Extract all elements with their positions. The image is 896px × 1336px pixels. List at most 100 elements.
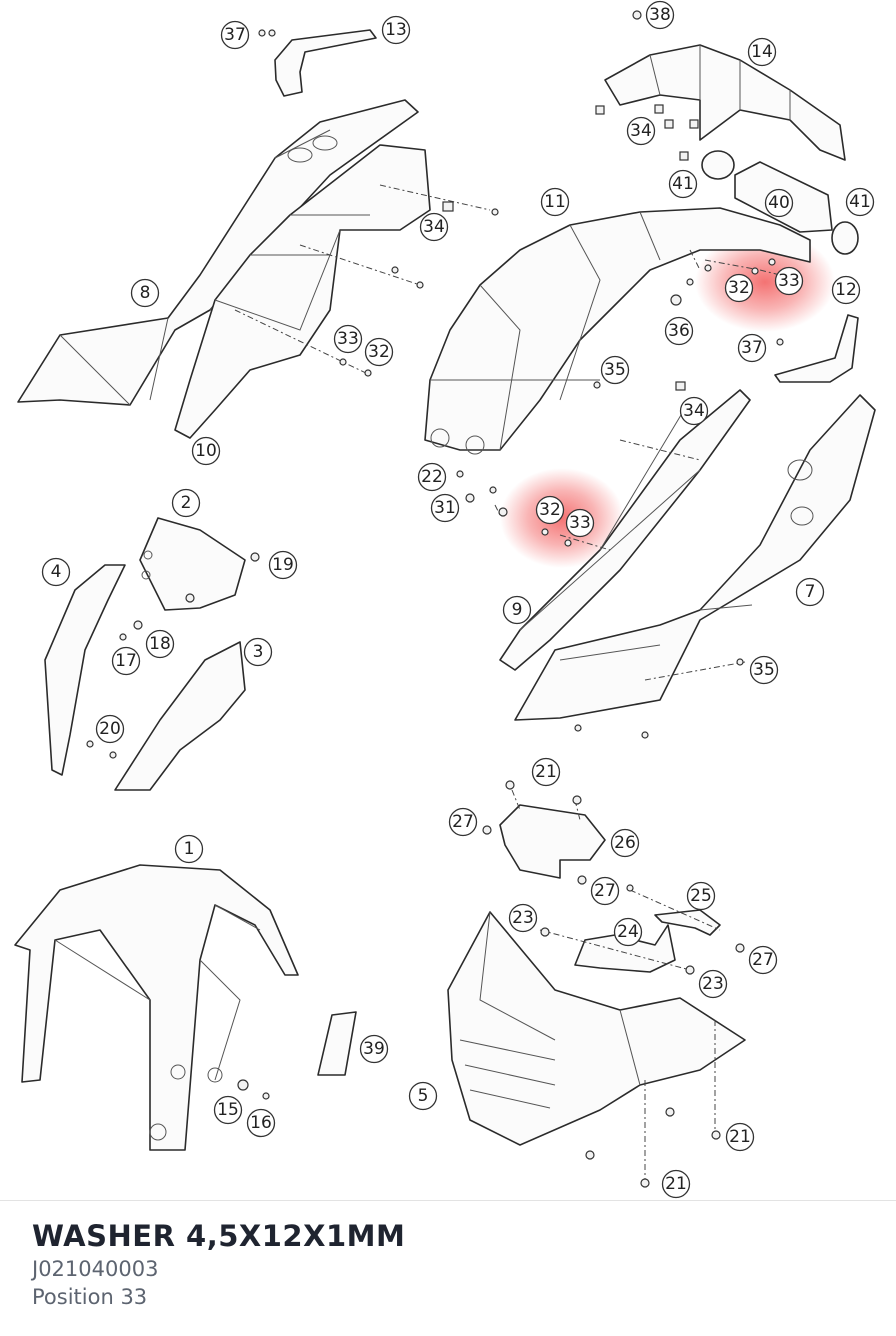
callout-15[interactable]: 15	[213, 1095, 243, 1125]
svg-text:35: 35	[604, 360, 626, 380]
svg-text:41: 41	[849, 192, 871, 212]
callout-34[interactable]: 34	[679, 396, 709, 426]
callout-4[interactable]: 4	[41, 557, 71, 587]
part-13-drawing	[274, 29, 377, 97]
svg-text:11: 11	[544, 192, 566, 212]
callout-25[interactable]: 25	[686, 881, 716, 911]
part-12-drawing	[774, 314, 859, 383]
callout-11[interactable]: 11	[540, 187, 570, 217]
callout-27[interactable]: 27	[448, 807, 478, 837]
callout-39[interactable]: 39	[359, 1034, 389, 1064]
callout-33[interactable]: 33	[333, 324, 363, 354]
svg-text:27: 27	[752, 950, 774, 970]
callout-41[interactable]: 41	[668, 169, 698, 199]
svg-text:14: 14	[751, 42, 773, 62]
svg-text:26: 26	[614, 833, 636, 853]
part-10-drawing	[174, 144, 431, 439]
svg-text:16: 16	[250, 1113, 272, 1133]
callout-12[interactable]: 12	[831, 275, 861, 305]
part-11-drawing	[424, 207, 811, 451]
callout-3[interactable]: 3	[243, 637, 273, 667]
callout-31[interactable]: 31	[430, 493, 460, 523]
callout-26[interactable]: 26	[610, 828, 640, 858]
callout-27[interactable]: 27	[590, 876, 620, 906]
callout-14[interactable]: 14	[747, 37, 777, 67]
svg-text:13: 13	[385, 20, 407, 40]
callout-16[interactable]: 16	[246, 1108, 276, 1138]
callout-7[interactable]: 7	[795, 577, 825, 607]
part-8-drawing	[17, 99, 419, 406]
svg-text:19: 19	[272, 555, 294, 575]
callout-1[interactable]: 1	[174, 834, 204, 864]
svg-text:27: 27	[594, 881, 616, 901]
callout-23[interactable]: 23	[698, 969, 728, 999]
callout-21[interactable]: 21	[661, 1169, 691, 1199]
callout-35[interactable]: 35	[749, 655, 779, 685]
part-number: J021040003	[32, 1257, 159, 1281]
part-info-panel: WASHER 4,5X12X1MM J021040003 Position 33	[0, 1200, 896, 1336]
svg-text:27: 27	[452, 812, 474, 832]
callout-37[interactable]: 37	[220, 20, 250, 50]
callout-40[interactable]: 40	[764, 188, 794, 218]
callout-34[interactable]: 34	[626, 116, 656, 146]
callout-9[interactable]: 9	[502, 595, 532, 625]
svg-text:18: 18	[149, 634, 171, 654]
part-3-drawing	[114, 641, 246, 791]
callout-21[interactable]: 21	[531, 757, 561, 787]
callout-41[interactable]: 41	[845, 187, 875, 217]
part-39-drawing	[317, 1011, 357, 1076]
part-7-drawing	[514, 394, 876, 721]
svg-text:34: 34	[630, 121, 652, 141]
svg-text:12: 12	[835, 280, 857, 300]
svg-text:8: 8	[140, 283, 151, 303]
part-5-drawing	[447, 911, 746, 1146]
part-9-drawing	[499, 389, 751, 671]
callout-33-highlighted[interactable]: 33	[565, 508, 595, 538]
svg-text:36: 36	[668, 321, 690, 341]
svg-text:21: 21	[729, 1127, 751, 1147]
callout-27[interactable]: 27	[748, 945, 778, 975]
svg-text:32: 32	[728, 278, 750, 298]
svg-text:1: 1	[184, 839, 195, 859]
highlight-glow	[500, 468, 624, 568]
callout-17[interactable]: 17	[111, 646, 141, 676]
callout-21[interactable]: 21	[725, 1122, 755, 1152]
callout-2[interactable]: 2	[171, 488, 201, 518]
svg-text:31: 31	[434, 498, 456, 518]
callout-23[interactable]: 23	[508, 903, 538, 933]
callout-10[interactable]: 10	[191, 436, 221, 466]
callout-37[interactable]: 37	[737, 333, 767, 363]
callout-8[interactable]: 8	[130, 278, 160, 308]
part-1-drawing	[14, 864, 299, 1151]
callout-32[interactable]: 32	[364, 337, 394, 367]
callout-35[interactable]: 35	[600, 355, 630, 385]
callout-24[interactable]: 24	[613, 917, 643, 947]
callout-32-highlighted[interactable]: 32	[724, 273, 754, 303]
svg-text:39: 39	[363, 1039, 385, 1059]
svg-text:2: 2	[181, 493, 192, 513]
svg-text:9: 9	[512, 600, 523, 620]
part-41-drawing	[831, 221, 859, 255]
part-name: WASHER 4,5X12X1MM	[32, 1219, 406, 1253]
callout-32-highlighted[interactable]: 32	[535, 495, 565, 525]
part-2-drawing	[139, 517, 246, 611]
callout-18[interactable]: 18	[145, 629, 175, 659]
callout-33-highlighted[interactable]: 33	[774, 266, 804, 296]
callout-19[interactable]: 19	[268, 550, 298, 580]
callout-20[interactable]: 20	[95, 714, 125, 744]
svg-text:20: 20	[99, 719, 121, 739]
svg-text:33: 33	[778, 271, 800, 291]
callout-36[interactable]: 36	[664, 316, 694, 346]
svg-text:25: 25	[690, 886, 712, 906]
callout-38[interactable]: 38	[645, 0, 675, 30]
svg-text:15: 15	[217, 1100, 239, 1120]
callout-5[interactable]: 5	[408, 1081, 438, 1111]
callout-22[interactable]: 22	[417, 462, 447, 492]
callout-13[interactable]: 13	[381, 15, 411, 45]
part-26-drawing	[499, 804, 606, 879]
callout-34[interactable]: 34	[419, 212, 449, 242]
part-24-drawing	[574, 924, 676, 973]
svg-text:4: 4	[51, 562, 62, 582]
svg-text:32: 32	[368, 342, 390, 362]
part-41-drawing	[701, 150, 735, 180]
